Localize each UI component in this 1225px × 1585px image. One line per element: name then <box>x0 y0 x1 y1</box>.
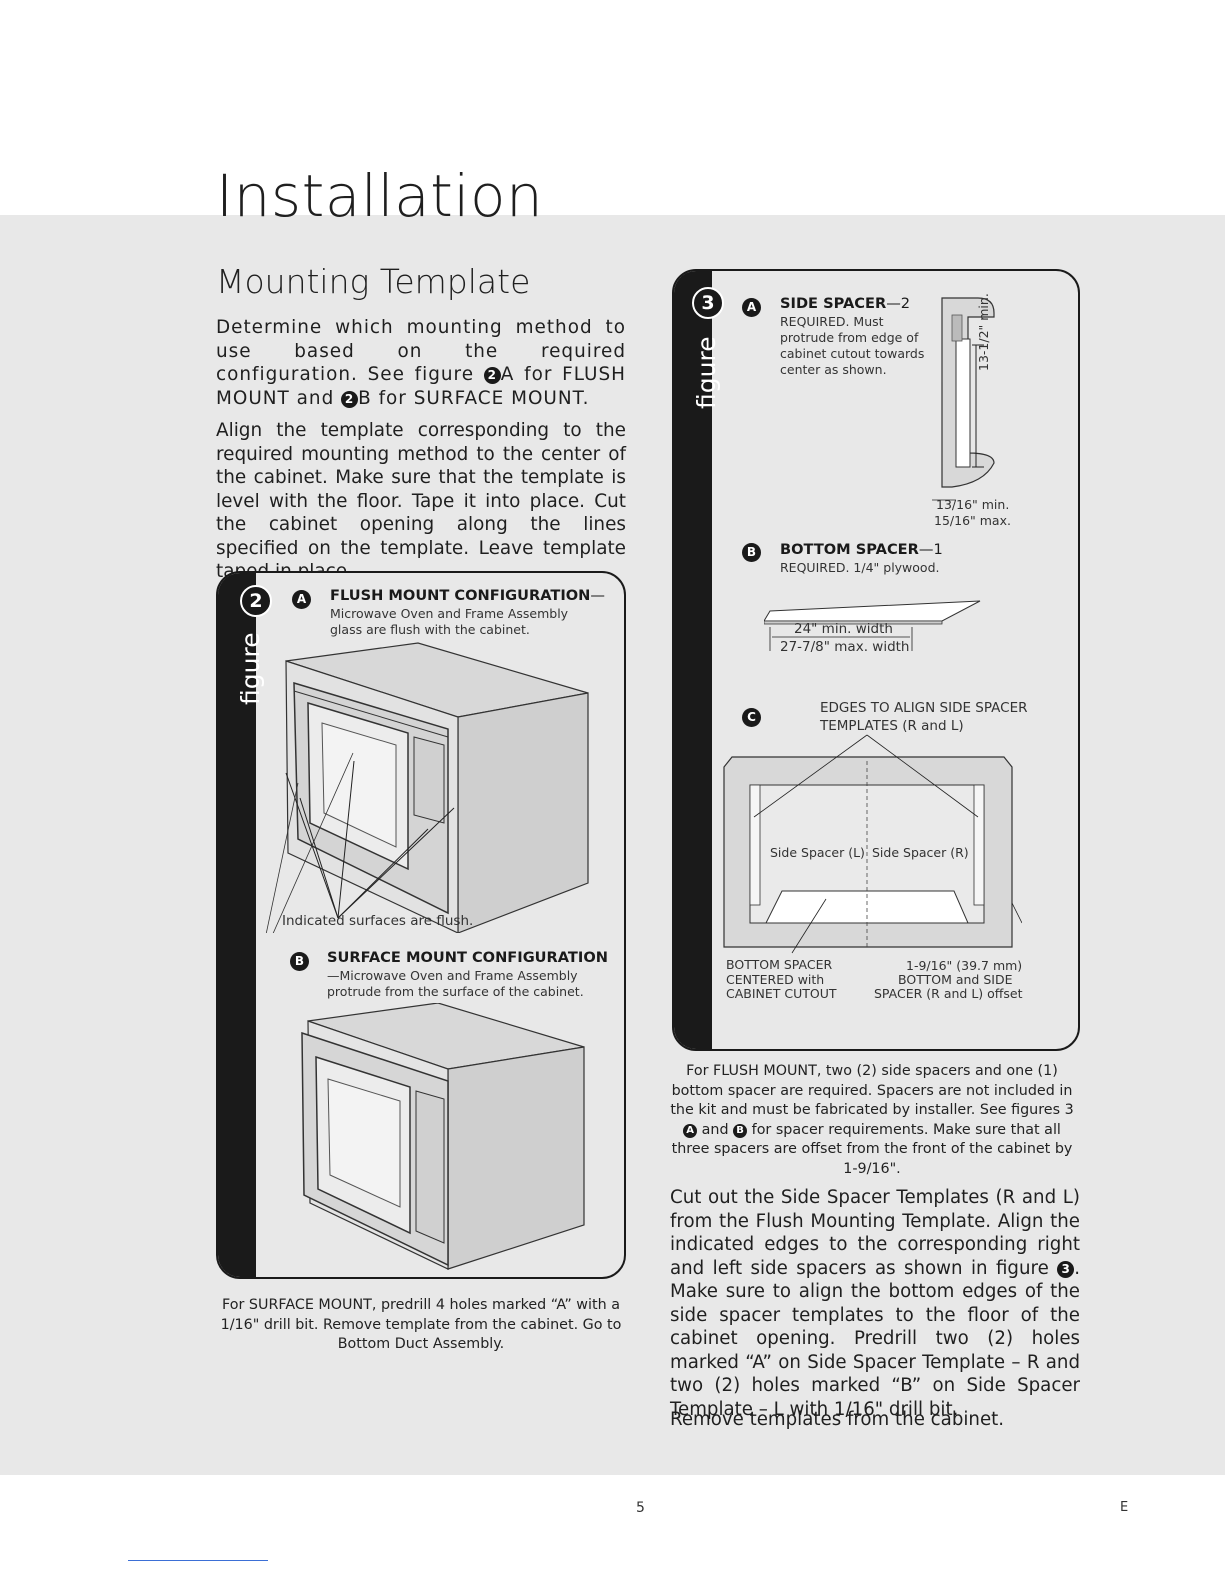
flush-mount-desc: Microwave Oven and Frame Assembly glass … <box>330 606 569 637</box>
bottom-spacer-max-width: 27-7/8" max. width <box>780 639 910 655</box>
figure-bullet-icon: 2 <box>483 367 501 384</box>
side-spacer-illustration <box>932 297 995 501</box>
flush-mount-heading: FLUSH MOUNT CONFIGURATION— <box>330 587 605 604</box>
side-spacer-height: 13-1/2" min. <box>976 293 991 371</box>
intro-text-a: Determine which mounting method to use b… <box>216 317 626 385</box>
cutout-paragraph: Cut out the Side Spacer Templates (R and… <box>670 1186 1080 1421</box>
flush-mount-illustration <box>265 642 589 933</box>
side-spacer-desc: REQUIRED. Must protrude from edge of cab… <box>780 314 925 377</box>
figure-strip <box>674 271 712 1049</box>
page-number: 5 <box>636 1500 645 1516</box>
footer-rule <box>128 1560 268 1561</box>
flush-heading-text: FLUSH MOUNT CONFIGURATION <box>330 587 591 604</box>
language-marker: E <box>1120 1500 1129 1515</box>
flush-pointer-lines <box>285 760 455 919</box>
side-spacer-left-label: Side Spacer (L) <box>770 845 865 860</box>
marker-b-icon: B <box>290 952 309 971</box>
bottom-spacer-centered-note: BOTTOM SPACER CENTERED with CABINET CUTO… <box>726 957 837 1001</box>
surface-mount-desc: —Microwave Oven and Frame Assembly protr… <box>327 968 584 999</box>
bottom-spacer-illustration <box>764 600 981 651</box>
offset-note-line-2: BOTTOM and SIDE <box>898 972 1013 987</box>
intro-text-b: A for FLUSH MOUNT and <box>216 364 626 409</box>
marker-a-icon: A <box>683 1123 698 1138</box>
surface-mount-illustration <box>301 1003 585 1270</box>
bottom-spacer-heading: BOTTOM SPACER—1 <box>780 541 943 558</box>
caption-text-a: For FLUSH MOUNT, two (2) side spacers an… <box>670 1063 1074 1118</box>
side-spacer-heading-text: SIDE SPACER <box>780 295 887 312</box>
align-paragraph: Align the template corresponding to the … <box>216 420 626 582</box>
bottom-spacer-heading-text: BOTTOM SPACER <box>780 541 919 558</box>
figure-number-badge: 3 <box>692 287 724 319</box>
figure-strip <box>218 573 256 1277</box>
figure-2-panel: figure 2 A FLUSH MOUNT CONFIGURATION— Mi… <box>216 571 626 1279</box>
side-spacer-count: —2 <box>886 295 911 312</box>
surface-mount-heading: SURFACE MOUNT CONFIGURATION <box>327 949 608 966</box>
marker-b-icon: B <box>733 1123 748 1138</box>
section-title: Mounting Template <box>216 262 531 301</box>
marker-c-icon: C <box>742 708 761 727</box>
surface-mount-caption: For SURFACE MOUNT, predrill 4 holes mark… <box>220 1297 622 1352</box>
bottom-spacer-min-width: 24" min. width <box>794 621 893 637</box>
figure-number-badge: 2 <box>240 585 272 617</box>
flush-note: Indicated surfaces are flush. <box>282 913 474 929</box>
figure-bullet-icon: 3 <box>1057 1260 1075 1278</box>
flush-mount-caption: For FLUSH MOUNT, two (2) side spacers an… <box>666 1062 1078 1179</box>
marker-a-icon: A <box>292 590 311 609</box>
figure-3-panel: figure 3 A SIDE SPACER—2 REQUIRED. Must … <box>672 269 1080 1051</box>
figure-bullet-icon: 2 <box>341 390 359 408</box>
marker-b-icon: B <box>742 543 761 562</box>
side-spacer-heading: SIDE SPACER—2 <box>780 295 910 312</box>
offset-note-line-1: 1-9/16" (39.7 mm) <box>906 958 1023 973</box>
figure-label: figure <box>692 336 721 409</box>
remove-templates-paragraph: Remove templates from the cabinet. <box>670 1409 1005 1430</box>
bottom-spacer-count: —1 <box>918 541 943 558</box>
side-spacer-max-width: 15/16" max. <box>934 513 1011 528</box>
flush-heading-dash: — <box>590 587 605 604</box>
intro-paragraph: Determine which mounting method to use b… <box>216 316 626 410</box>
cutout-text-a: Cut out the Side Spacer Templates (R and… <box>670 1187 1080 1279</box>
align-edges-label: EDGES TO ALIGN SIDE SPACER TEMPLATES (R … <box>820 700 1028 734</box>
cabinet-spacer-illustration <box>723 734 1022 954</box>
caption-and: and <box>701 1121 729 1138</box>
intro-text-c: B for SURFACE MOUNT. <box>358 387 590 409</box>
bottom-spacer-desc: REQUIRED. 1/4" plywood. <box>780 560 940 575</box>
caption-text-b: for spacer requirements. Make sure that … <box>671 1121 1073 1177</box>
marker-a-icon: A <box>742 298 761 317</box>
side-spacer-min-width: 13/16" min. <box>936 497 1010 512</box>
page-title: Installation <box>216 162 544 230</box>
cutout-text-b: . Make sure to align the bottom edges of… <box>670 1257 1080 1420</box>
offset-note-line-3: SPACER (R and L) offset <box>874 986 1023 1001</box>
side-spacer-right-label: Side Spacer (R) <box>872 845 969 860</box>
